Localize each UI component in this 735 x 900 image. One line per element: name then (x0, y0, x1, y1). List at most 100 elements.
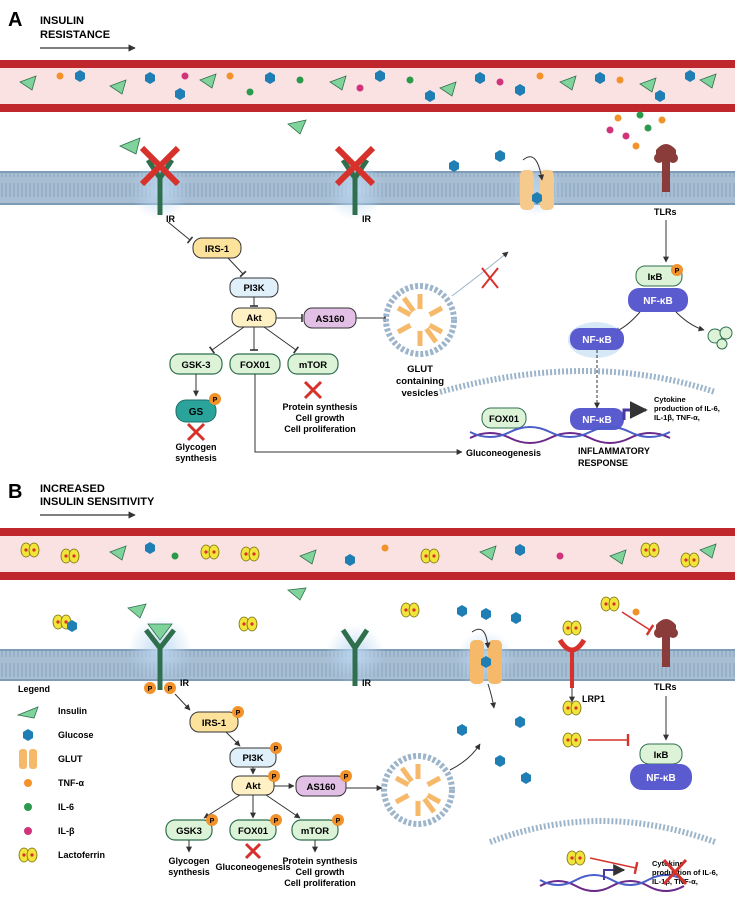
mtor-node-a: mTOR (287, 353, 339, 375)
mtor-label-b: mTOR (301, 826, 329, 837)
as160-node-a: AS160 (303, 307, 357, 329)
legend-item: TNF-α (24, 778, 84, 788)
legend-item: Glucose (23, 729, 94, 741)
glucose-hexagon-icon (265, 72, 275, 84)
insulin-triangle-icon (559, 75, 577, 91)
lactoferrin-icon (640, 542, 660, 558)
pi3k-node-b: PI3K P (229, 742, 282, 768)
gsk3-node-a: GSK-3 (169, 353, 223, 375)
cytokine-a-1: Cytokine (654, 395, 686, 404)
vessel-contents-b (20, 542, 717, 568)
fox01-nucleus-node: FOX01 (481, 407, 527, 429)
nfkb-node-b: NF-κB (630, 764, 692, 790)
block-x-icon (244, 842, 262, 860)
ilb-dot-icon (496, 78, 504, 86)
phospho-icon (270, 742, 282, 754)
insulin-triangle-icon (699, 73, 717, 89)
phospho-icon (268, 770, 280, 782)
insulin-receptor-a2 (325, 145, 385, 220)
tnf-dot-icon (381, 544, 389, 552)
glut-channel-b (455, 628, 515, 709)
mtor-output-a-1: Protein synthesis (282, 402, 357, 412)
mtor-node-b: mTOR P (291, 814, 344, 841)
ikb-node-a: IκB P (635, 264, 683, 287)
glucose-hexagon-icon (515, 544, 525, 556)
tnf-dot-icon (536, 72, 544, 80)
phospho-icon (671, 264, 683, 276)
insulin-receptor-b1: P P (128, 616, 192, 694)
ikb-node-b: IκB (639, 743, 683, 765)
il6-dot-icon (246, 88, 254, 96)
glycogen-label-a-1: Glycogen (175, 442, 216, 452)
tnf-dot-icon (614, 114, 622, 122)
glucose-hexagon-icon (475, 72, 485, 84)
glucose-hexagon-icon (67, 620, 77, 632)
gs-node-a: GS P (175, 393, 221, 423)
tlr-label-a: TLRs (654, 207, 677, 217)
phospho-label: P (210, 818, 215, 825)
nfkb-cyto-label: NF-κB (582, 335, 611, 346)
phospho-icon (206, 814, 218, 826)
insulin-triangle-icon (19, 75, 37, 91)
legend-item: Insulin (16, 706, 87, 719)
transcription-arrow-b (603, 864, 626, 880)
as160-label-b: AS160 (306, 782, 335, 793)
tnf-dot-icon (632, 608, 640, 616)
glucose-hexagon-icon (375, 70, 385, 82)
glucose-hexagon-icon (175, 88, 185, 100)
mtor-output-a-3: Cell proliferation (284, 424, 356, 434)
phospho-label: P (272, 774, 277, 781)
nfkb-label-a: NF-κB (643, 296, 672, 307)
mtor-output-a-2: Cell growth (296, 413, 345, 423)
tlr-receptor-b (654, 619, 678, 667)
nfkb-label-b: NF-κB (646, 773, 675, 784)
akt-node-a: Akt (231, 307, 277, 328)
block-x-icon (662, 858, 688, 886)
glucose-hexagon-icon (23, 729, 33, 741)
nfkb-nucleus-label: NF-κB (582, 415, 611, 426)
phospho-icon (164, 682, 176, 694)
ilb-dot-icon (24, 827, 32, 835)
gsk3-label-b: GSK3 (176, 826, 202, 837)
il6-dot-icon (644, 124, 652, 132)
phospho-label: P (675, 268, 680, 275)
block-x-icon (303, 380, 323, 400)
insulin-receptor-a1 (130, 145, 190, 220)
lactoferrin-icon (562, 732, 582, 748)
panel-b-title-1: INCREASED (40, 483, 105, 495)
vessel-contents-a (19, 70, 717, 102)
tnf-dot-icon (632, 142, 640, 150)
legend: Legend InsulinGlucoseGLUTTNF-αIL-6IL-βLa… (16, 684, 105, 863)
panel-a: A INSULIN RESISTANCE IR (0, 9, 735, 468)
glycogen-label-a-2: synthesis (175, 453, 217, 463)
glut-vesicle-label-3: vesicles (402, 388, 439, 399)
phospho-icon (270, 814, 282, 826)
tnf-dot-icon (24, 779, 32, 787)
glucose-hexagon-icon (515, 84, 525, 96)
nfkb-node-a: NF-κB (628, 288, 688, 312)
glut-vesicle-a (383, 283, 457, 357)
pi3k-label-b: PI3K (242, 753, 263, 764)
cytokine-b-2: production of IL-6, (652, 868, 718, 877)
block-x-icon (186, 422, 206, 442)
legend-item-label: Lactoferrin (58, 850, 105, 860)
fox01-node-a: FOX01 (229, 353, 281, 375)
ilb-dot-icon (606, 126, 614, 134)
inflammatory-a-1: INFLAMMATORY (578, 446, 650, 456)
glucose-hexagon-icon (495, 755, 505, 767)
dna-strand-a (469, 426, 671, 444)
akt-label-b: Akt (245, 781, 261, 792)
lactoferrin-icon (238, 616, 258, 632)
mtor-output-b-1: Protein synthesis (282, 856, 357, 866)
legend-item-label: GLUT (58, 754, 83, 764)
gsk3-node-b: GSK3 P (165, 814, 218, 841)
insulin-triangle-icon (329, 75, 347, 91)
panel-a-title-1: INSULIN (40, 15, 84, 27)
il6-dot-icon (24, 803, 32, 811)
irs1-label-a: IRS-1 (205, 244, 230, 255)
ilb-dot-icon (356, 84, 364, 92)
panel-b-letter: B (8, 481, 22, 503)
panel-b: B INCREASED INSULIN SENSITIVITY P P IR (0, 481, 735, 892)
mtor-output-b-3: Cell proliferation (284, 878, 356, 888)
akt-node-b: Akt P (231, 770, 280, 796)
